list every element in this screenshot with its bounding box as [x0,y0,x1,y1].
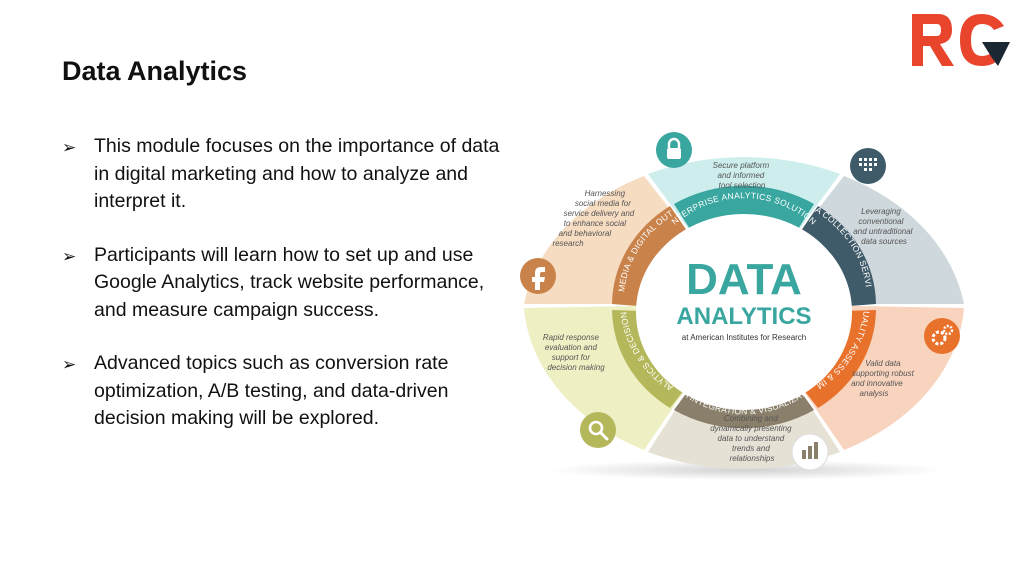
slide-title: Data Analytics [62,56,248,86]
desc-right: Valid data supporting robust and innovat… [851,359,916,398]
gears-icon [924,318,960,354]
center-subtitle: at American Institutes for Research [682,333,807,342]
desc-line: data to understand [718,434,785,443]
center-disc [636,214,852,410]
bullet-list: ➢ This module focuses on the importance … [62,133,512,459]
desc-line: and behavioral [559,229,612,238]
arrow-bullet-icon: ➢ [62,246,77,266]
wheel-shadow [546,460,946,480]
center-title-analytics: ANALYTICS [676,303,811,330]
desc-line: Combining and [724,414,778,423]
desc-line: and innovative [851,379,903,388]
grid-icon [850,148,886,184]
desc-line: service delivery and [564,209,635,218]
magnifier-icon [580,412,616,448]
desc-line: support for [552,353,591,362]
desc-line: relationships [730,454,775,463]
desc-line: research [552,239,584,248]
desc-line: trends and [732,444,770,453]
desc-line: Rapid response [543,333,600,342]
desc-top-line: Secure platform [713,161,770,170]
desc-top-line: tool selection [719,181,766,190]
arrow-bullet-icon: ➢ [62,138,77,157]
desc-bottom: Combining and dynamically presenting dat… [710,414,794,463]
desc-line: and untraditional [853,227,912,236]
bullet-item: ➢ Participants will learn how to set up … [62,242,512,325]
lock-icon [656,132,692,168]
desc-line: analysis [860,389,889,398]
desc-line: decision making [547,363,605,372]
facebook-icon [520,258,556,294]
rg-logo [908,8,1014,70]
desc-top: Secure platform and informed tool select… [713,161,772,190]
bullet-item: ➢ This module focuses on the importance … [62,133,512,216]
desc-left-top: Harnessing social media for service deli… [552,189,636,248]
desc-line: dynamically presenting [710,424,792,433]
bullet-text: This module focuses on the importance of… [94,135,500,212]
desc-left-bottom: Rapid response evaluation and support fo… [543,333,605,372]
arrow-bullet-icon: ➢ [62,355,77,374]
desc-line: Valid data [865,359,901,368]
desc-line: to enhance social [564,219,626,228]
desc-line: supporting robust [852,369,915,378]
desc-line: Leveraging [861,207,901,216]
desc-line: social media for [575,199,631,208]
data-analytics-diagram: ENTERPRISE ANALYTICS SOLUTIONS DATA COLL… [514,118,974,498]
bar-chart-icon [791,433,829,471]
center-title-data: DATA [686,255,802,304]
bullet-text: Advanced topics such as conversion rate … [94,352,449,429]
bullet-item: ➢ Advanced topics such as conversion rat… [62,350,512,433]
desc-top-line: and informed [718,171,765,180]
desc-line: Harnessing [585,189,626,198]
desc-line: conventional [858,217,903,226]
desc-line: evaluation and [545,343,598,352]
bullet-text: Participants will learn how to set up an… [94,243,485,321]
desc-line: data sources [861,237,907,246]
desc-top-right: Leveraging conventional and untraditiona… [853,207,914,246]
